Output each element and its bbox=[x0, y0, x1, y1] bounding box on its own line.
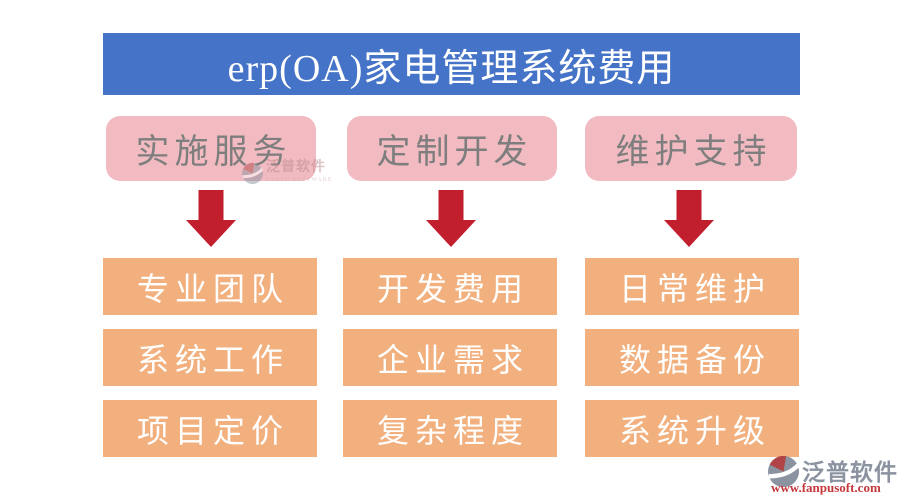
fanpu-logo-icon bbox=[768, 456, 799, 487]
item-box: 开发费用 bbox=[343, 258, 557, 315]
item-box: 数据备份 bbox=[585, 329, 799, 386]
category-box-custom-dev: 定制开发 bbox=[347, 116, 557, 181]
item-box: 系统工作 bbox=[103, 329, 317, 386]
watermark-brand: 泛普软件 bbox=[266, 160, 326, 175]
item-box: 系统升级 bbox=[585, 400, 799, 457]
item-label: 数据备份 bbox=[618, 341, 771, 378]
item-box: 企业需求 bbox=[343, 329, 557, 386]
category-box-implementation: 实施服务 bbox=[106, 116, 316, 181]
fanpu-logo-icon bbox=[242, 163, 263, 184]
item-box: 日常维护 bbox=[585, 258, 799, 315]
item-box: 复杂程度 bbox=[343, 400, 557, 457]
item-label: 系统工作 bbox=[136, 341, 289, 378]
title-banner: erp(OA)家电管理系统费用 bbox=[103, 33, 800, 95]
item-label: 项目定价 bbox=[136, 412, 289, 449]
down-arrow-icon bbox=[426, 190, 476, 247]
category-label: 维护支持 bbox=[615, 134, 772, 171]
item-box: 项目定价 bbox=[103, 400, 317, 457]
item-label: 系统升级 bbox=[618, 412, 771, 449]
item-label: 复杂程度 bbox=[376, 412, 529, 449]
category-label: 定制开发 bbox=[376, 134, 533, 171]
item-label: 企业需求 bbox=[376, 341, 529, 378]
footer-brand-url: www.fanpusoft.com bbox=[771, 480, 881, 495]
item-label: 专业团队 bbox=[136, 270, 289, 307]
footer-brand-name: 泛普软件 bbox=[802, 460, 898, 485]
category-label: 实施服务 bbox=[135, 134, 292, 171]
item-label: 日常维护 bbox=[618, 270, 771, 307]
category-box-maintenance: 维护支持 bbox=[585, 116, 797, 181]
item-label: 开发费用 bbox=[376, 270, 529, 307]
footer-brand-logo: 泛普软件 www.fanpusoft.com bbox=[766, 452, 898, 496]
page-title: erp(OA)家电管理系统费用 bbox=[227, 47, 676, 90]
watermark-caption: FANPU SOFTWARE bbox=[266, 177, 333, 183]
down-arrow-icon bbox=[664, 190, 714, 247]
watermark: 泛普软件 FANPU SOFTWARE bbox=[242, 161, 332, 184]
item-box: 专业团队 bbox=[103, 258, 317, 315]
down-arrow-icon bbox=[186, 190, 236, 247]
